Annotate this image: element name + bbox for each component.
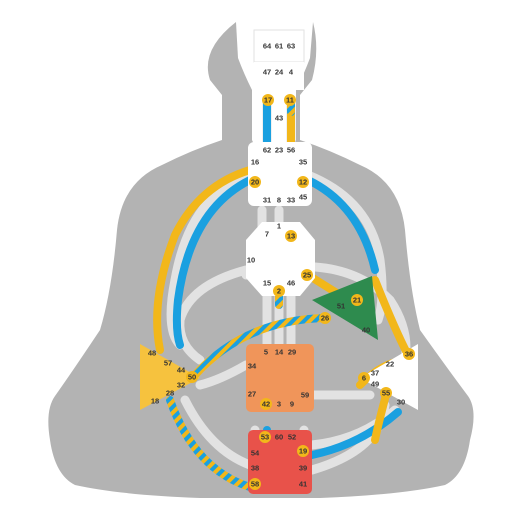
gate-13: 13 (287, 232, 295, 241)
gate-highlights (186, 94, 415, 490)
gate-2: 2 (277, 287, 281, 296)
gate-21: 21 (353, 296, 361, 305)
gate-54: 54 (251, 449, 260, 458)
gate-58: 58 (251, 480, 259, 489)
gate-46: 46 (287, 279, 295, 288)
gate-34: 34 (248, 362, 257, 371)
gate-9: 9 (290, 400, 294, 409)
gate-38: 38 (251, 464, 259, 473)
gate-16: 16 (251, 158, 259, 167)
gate-53: 53 (261, 433, 269, 442)
center-ajna (254, 62, 304, 90)
gate-27: 27 (248, 390, 256, 399)
gate-37: 37 (371, 369, 379, 378)
gate-63: 63 (287, 42, 295, 51)
gate-1: 1 (277, 222, 281, 231)
gate-7: 7 (265, 230, 269, 239)
gate-6: 6 (362, 374, 366, 383)
gate-47: 47 (263, 68, 271, 77)
gate-11: 11 (286, 96, 294, 105)
gate-45: 45 (299, 193, 307, 202)
gate-51: 51 (337, 302, 345, 311)
gate-52: 52 (288, 433, 296, 442)
gate-4: 4 (289, 68, 294, 77)
center-spleen (140, 344, 200, 410)
center-throat (248, 142, 312, 206)
gate-40: 40 (362, 326, 370, 335)
gate-30: 30 (397, 398, 405, 407)
gate-62: 62 (263, 146, 271, 155)
center-root (248, 430, 312, 494)
center-sacral (246, 344, 314, 412)
gate-33: 33 (287, 196, 295, 205)
gate-57: 57 (164, 359, 172, 368)
gate-14: 14 (275, 348, 284, 357)
gate-32: 32 (177, 381, 185, 390)
gate-10: 10 (247, 256, 255, 265)
gate-41: 41 (299, 480, 307, 489)
gate-42: 42 (262, 400, 270, 409)
gate-44: 44 (177, 366, 186, 375)
gate-48: 48 (148, 349, 156, 358)
gate-43: 43 (275, 114, 283, 123)
gate-26: 26 (321, 314, 329, 323)
gate-59: 59 (301, 391, 309, 400)
gate-24: 24 (275, 68, 284, 77)
gate-29: 29 (288, 348, 296, 357)
gate-35: 35 (299, 158, 307, 167)
gate-17: 17 (264, 96, 272, 105)
gate-23: 23 (275, 146, 283, 155)
gate-49: 49 (371, 380, 379, 389)
gate-56: 56 (287, 146, 295, 155)
gate-36: 36 (405, 350, 413, 359)
center-solar-plexus (360, 344, 418, 410)
gate-55: 55 (382, 389, 390, 398)
gate-3: 3 (277, 400, 281, 409)
center-ego (312, 276, 378, 340)
gate-61: 61 (275, 42, 283, 51)
gate-22: 22 (386, 360, 394, 369)
gate-8: 8 (277, 196, 281, 205)
gate-5: 5 (264, 348, 268, 357)
gate-28: 28 (166, 389, 174, 398)
gate-25: 25 (303, 271, 311, 280)
gate-labels: 64 61 63 47 24 4 17 11 43 62 23 56 16 35… (148, 42, 413, 489)
gate-39: 39 (299, 464, 307, 473)
gate-60: 60 (275, 433, 283, 442)
gate-19: 19 (299, 447, 307, 456)
center-g (246, 222, 315, 296)
gate-15: 15 (263, 279, 271, 288)
gate-64: 64 (263, 42, 272, 51)
gate-18: 18 (151, 397, 159, 406)
gate-20: 20 (251, 178, 259, 187)
gate-12: 12 (299, 178, 307, 187)
gate-50: 50 (188, 373, 196, 382)
gate-31: 31 (263, 196, 271, 205)
